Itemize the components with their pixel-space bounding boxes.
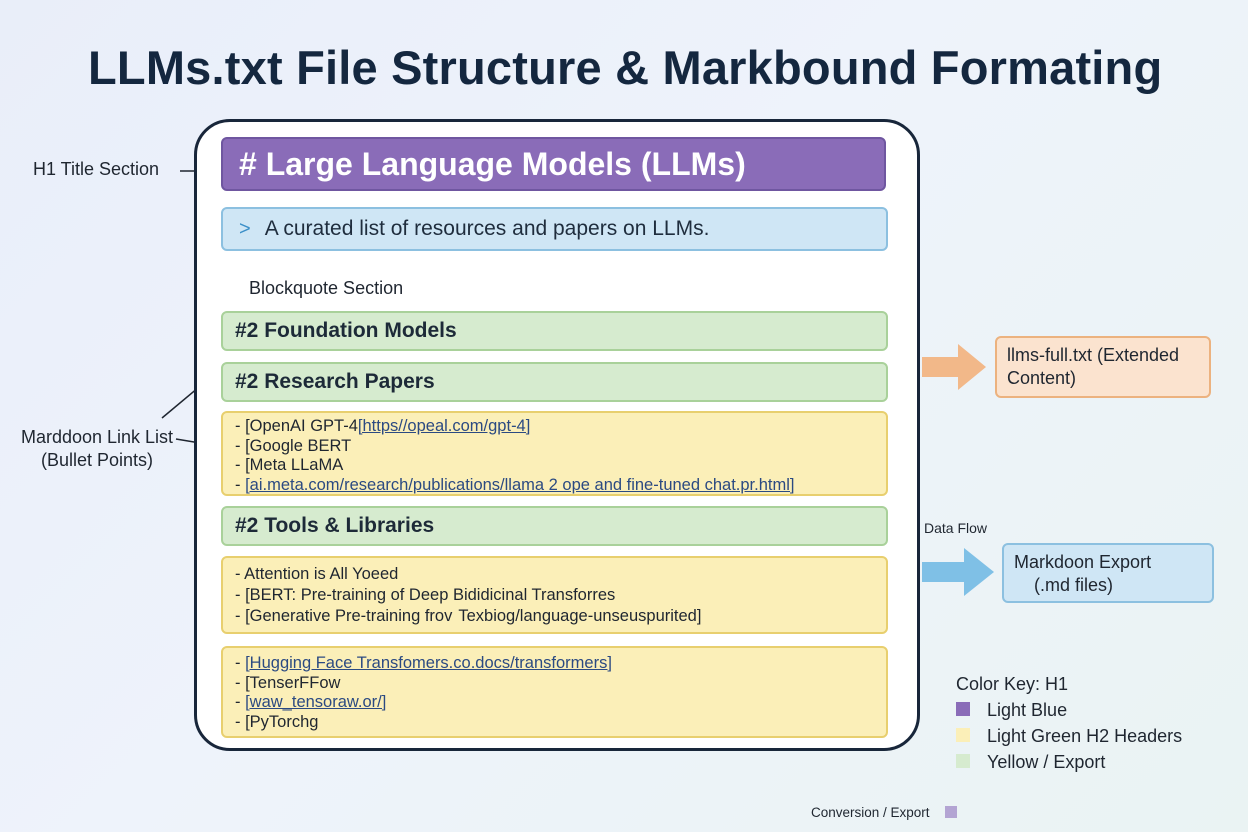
link[interactable]: [https//opeal.com/gpt-4] <box>357 417 531 435</box>
link-list-label-line2: (Bullet Points) <box>40 450 154 470</box>
export-line2: (.md files) <box>1034 575 1114 595</box>
h1-title-section: # Large Language Models (LLMs) <box>221 137 886 191</box>
color-key-item: Light Blue <box>956 697 1182 723</box>
extended-content-box: llms-full.txt (Extended Content) <box>995 336 1211 398</box>
blockquote-text: A curated list of resources and papers o… <box>264 217 710 240</box>
tools-links-list: - Attention is All Yoeed - [BERT: Pre-tr… <box>221 556 888 634</box>
swatch <box>956 754 970 768</box>
color-key-title: Color Key: H1 <box>956 674 1069 694</box>
extended-arrow <box>922 344 986 390</box>
h1-section-label: H1 Title Section <box>33 159 160 179</box>
footer-swatch <box>945 806 958 818</box>
list-item: - [Google BERT <box>235 436 352 455</box>
research-links-list: - [OpenAI GPT-4[https//opeal.com/gpt-4] … <box>221 411 888 496</box>
conversion-export-footer: Conversion / Export <box>811 805 958 820</box>
h2-research-papers: #2 Research Papers <box>221 362 888 402</box>
swatch <box>956 728 970 742</box>
list-item: - Attention is All Yoeed <box>235 565 399 583</box>
color-key-item: Light Green H2 Headers <box>956 723 1182 749</box>
export-arrow <box>922 548 994 596</box>
swatch <box>956 702 970 716</box>
link[interactable]: [Hugging Face Transfomers.co.docs/transf… <box>245 654 612 672</box>
list-item: - [waw_tensoraw.or/] <box>235 693 387 711</box>
extended-line1: llms-full.txt (Extended <box>1007 345 1180 365</box>
extended-line2: Content) <box>1007 368 1077 388</box>
list-item: - [BERT: Pre-training of Deep Bididicina… <box>235 586 616 604</box>
color-key: Color Key: H1 Light Blue Light Green H2 … <box>956 671 1182 775</box>
list-item: - [Hugging Face Transfomers.co.docs/tran… <box>235 654 612 672</box>
link[interactable]: [waw_tensoraw.or/] <box>245 693 387 711</box>
color-key-item: Yellow / Export <box>956 749 1182 775</box>
link-list-label: Marddoon Link List (Bullet Points) <box>9 426 185 472</box>
list-item: - [PyTorchg <box>235 712 319 731</box>
link-list-label-line1: Marddoon Link List <box>20 427 174 447</box>
list-item: - [TenserFFow <box>235 673 341 692</box>
list-item: - [Meta LLaMA <box>235 456 344 474</box>
blockquote-section: > A curated list of resources and papers… <box>221 207 888 251</box>
list-item: - [ai.meta.com/research/publications/lla… <box>235 475 795 494</box>
list-item: - [OpenAI GPT-4[https//opeal.com/gpt-4] <box>235 417 531 435</box>
link[interactable]: [ai.meta.com/research/publications/llama… <box>245 475 795 494</box>
h2-tools-libraries: #2 Tools & Libraries <box>221 506 888 546</box>
library-links-list: - [Hugging Face Transfomers.co.docs/tran… <box>221 646 888 738</box>
h2-foundation-models: #2 Foundation Models <box>221 311 888 351</box>
blockquote-label: Blockquote Section <box>249 278 404 298</box>
export-line1: Markdoon Export <box>1014 552 1152 572</box>
page-title: LLMs.txt File Structure & Markbound Form… <box>88 41 1163 94</box>
chevron-right-icon: > <box>239 217 251 240</box>
markdown-export-box: Markdoon Export (.md files) <box>1002 543 1214 603</box>
data-flow-label: Data Flow <box>924 520 988 536</box>
